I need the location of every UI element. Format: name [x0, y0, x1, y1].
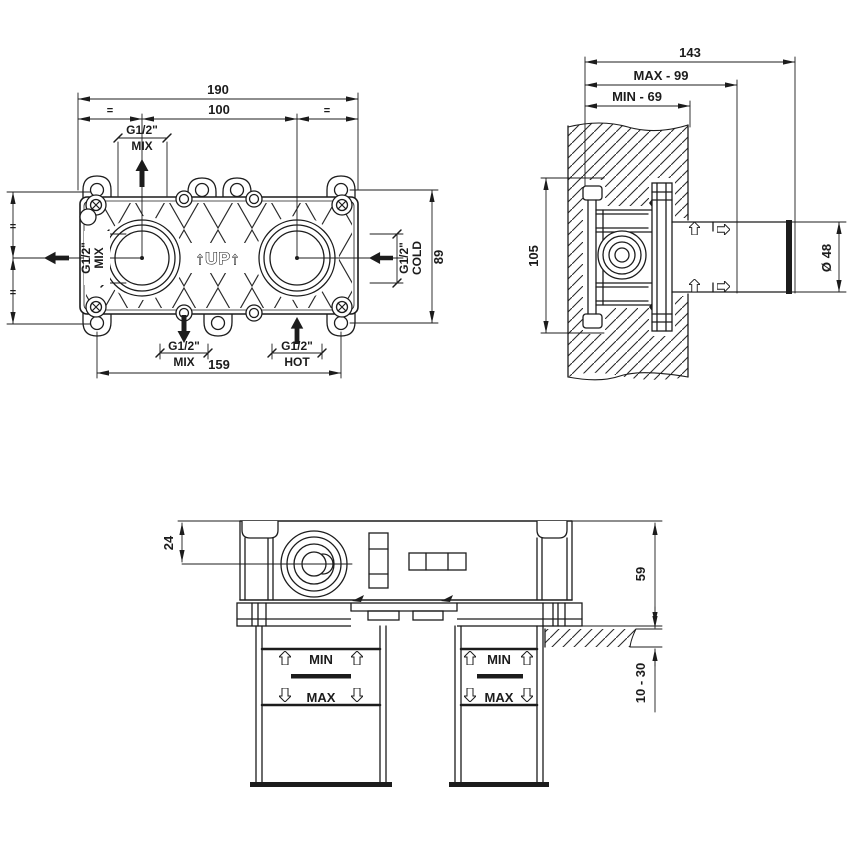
flow-arrow-mix-left [44, 251, 69, 265]
pipe-left-max-label: MAX [307, 690, 336, 705]
dim-spout-diameter: Ø 48 [819, 244, 834, 272]
port-right-label: COLD [410, 241, 424, 275]
terminal-block-vertical [368, 532, 389, 589]
port-bottom-right-thread: G1/2" [281, 339, 313, 353]
valve-cartridge-side [597, 230, 647, 280]
front-dimensions [6, 92, 439, 379]
dim-body-height: 105 [526, 245, 541, 267]
corner-tab-right [536, 520, 568, 539]
pipe-left-min-label: MIN [309, 652, 333, 667]
supply-pipe-right [449, 625, 549, 787]
port-top-thread: G1/2" [126, 123, 158, 137]
pipe-right-max-label: MAX [485, 690, 514, 705]
front-view: 190 100 = = G1/2" MIX = = G1/2" MIX G1/2… [6, 82, 446, 379]
pipe-right-min-label: MIN [487, 652, 511, 667]
dim-max-depth: MAX - 99 [634, 68, 689, 83]
ear-hole [333, 315, 349, 331]
drain-hole [79, 208, 97, 226]
adjust-arrow-right [717, 281, 730, 292]
port-bottom-right-label: HOT [284, 355, 310, 369]
port-left-label: MIX [92, 247, 106, 268]
port-left-thread: G1/2" [79, 242, 93, 274]
equal-mark-left-upper: = [10, 221, 16, 233]
back-plate [582, 185, 603, 329]
port-right-thread: G1/2" [397, 242, 411, 274]
dim-valve-center-depth: 24 [161, 535, 176, 550]
ear-hole [194, 182, 210, 198]
equal-mark-top-left: = [107, 105, 113, 117]
dim-overall-width: 190 [207, 82, 229, 97]
dim-mount-height: 89 [431, 250, 446, 264]
supply-pipe-left [250, 625, 392, 787]
equal-mark-top-right: = [324, 105, 330, 117]
spout-cylinder [671, 220, 792, 294]
bottom-dimensions [179, 522, 663, 713]
ear-hole [210, 315, 226, 331]
dim-min-depth: MIN - 69 [612, 89, 662, 104]
ear-hole [229, 182, 245, 198]
dim-box-height: 59 [633, 567, 648, 581]
side-dimensions [540, 56, 847, 334]
dim-valve-centers: 100 [208, 102, 230, 117]
dim-mount-span: 159 [208, 357, 230, 372]
corner-tab-left [241, 520, 279, 539]
finished-wall-strip [544, 628, 637, 648]
port-bottom-left-thread: G1/2" [168, 339, 200, 353]
terminal-block-horizontal [408, 552, 467, 571]
mounting-ears [82, 175, 356, 337]
port-bottom-left-label: MIX [173, 355, 194, 369]
dim-total-depth: 143 [679, 45, 701, 60]
fixing-screws [79, 190, 353, 322]
mounting-flange [236, 595, 583, 627]
equal-mark-left-lower: = [10, 287, 16, 299]
side-view: 143 MAX - 99 MIN - 69 105 Ø 48 [526, 45, 847, 381]
adjust-arrow-right [717, 224, 730, 235]
dim-finished-wall-range: 10 - 30 [633, 663, 648, 703]
flow-arrow-cold [369, 252, 393, 264]
port-top-label: MIX [131, 139, 152, 153]
up-orientation-label: ↑UP↑ [196, 249, 241, 268]
ear-hole [89, 315, 105, 331]
flow-arrow-mix-top [135, 159, 149, 187]
front-flange [649, 182, 673, 332]
bottom-view: 24 59 10 - 30 MIN MAX MIN MAX [161, 520, 663, 787]
